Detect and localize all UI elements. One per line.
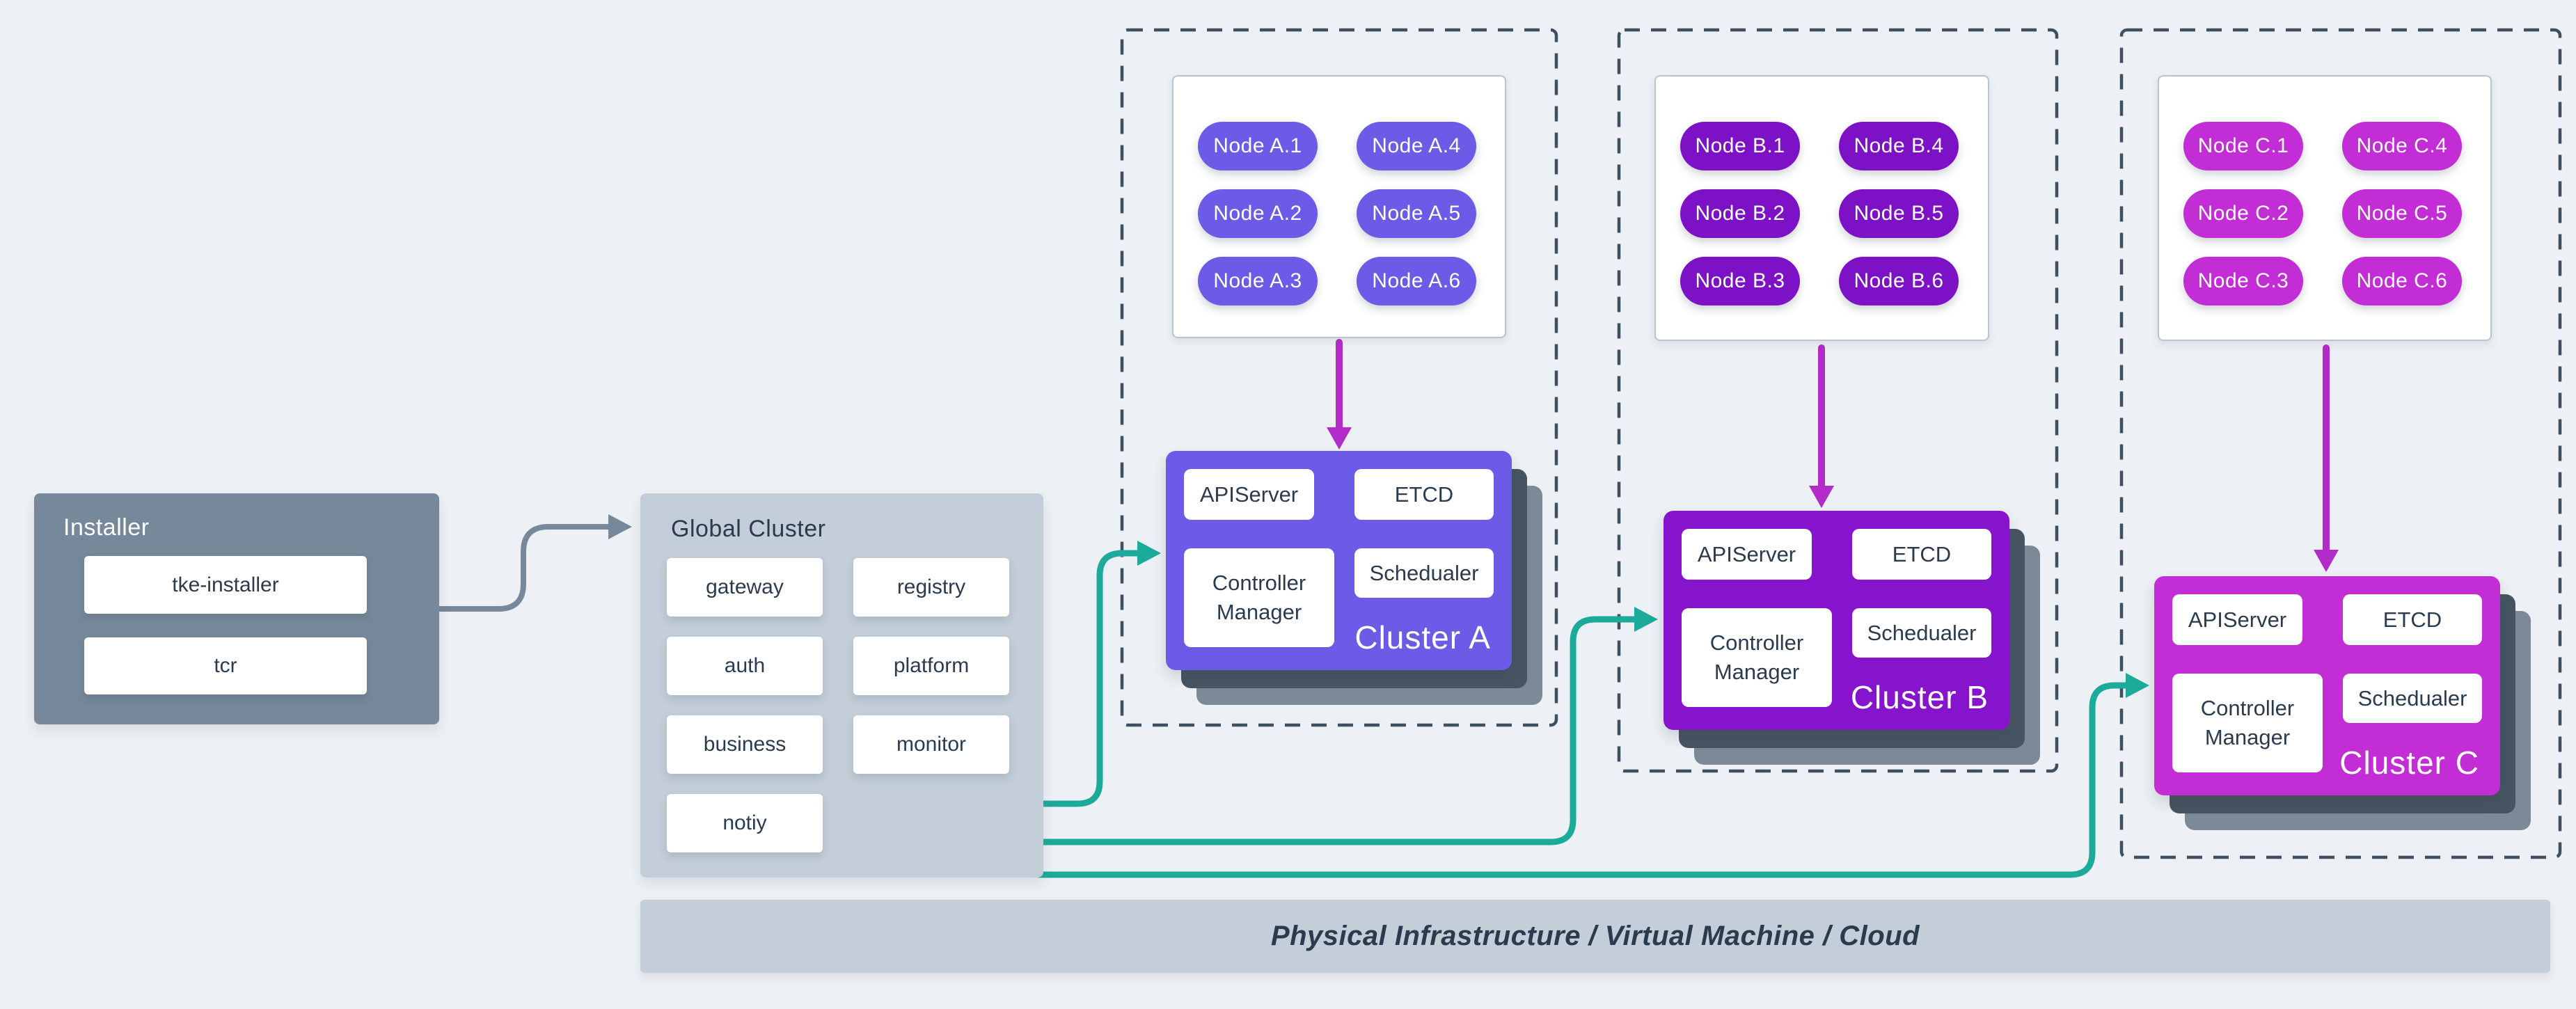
- cluster-c-boundary: [2119, 28, 2562, 859]
- nodes-to-cluster-b-arrowhead-icon: [1809, 486, 1834, 508]
- global-to-cluster-c-connector: [1035, 682, 2131, 878]
- nodes-to-cluster-a-arrowhead-icon: [1327, 427, 1352, 450]
- cluster-c-etcd: ETCD: [2343, 594, 2482, 645]
- node-b2: Node B.2: [1680, 189, 1800, 238]
- global-cluster-item-notiy: notiy: [667, 794, 823, 852]
- cluster-c-box: APIServer ETCD Controller Manager Schedu…: [2154, 576, 2500, 795]
- cluster-b-apiserver: APIServer: [1682, 529, 1812, 580]
- cluster-b-box: APIServer ETCD Controller Manager Schedu…: [1664, 511, 2009, 730]
- infrastructure-bar: Physical Infrastructure / Virtual Machin…: [640, 900, 2550, 973]
- node-a4: Node A.4: [1357, 122, 1476, 170]
- global-to-cluster-b-arrowhead-icon: [1634, 607, 1658, 632]
- global-cluster-item-business: business: [667, 715, 823, 774]
- node-a1: Node A.1: [1198, 122, 1318, 170]
- installer-item-tcr: tcr: [84, 637, 367, 694]
- global-cluster-item-registry: registry: [853, 558, 1009, 617]
- cluster-a-box: APIServer ETCD Controller Manager Schedu…: [1166, 451, 1512, 670]
- global-cluster-panel-title: Global Cluster: [671, 516, 826, 542]
- node-a5: Node A.5: [1357, 189, 1476, 238]
- cluster-b-controller-manager: Controller Manager: [1682, 608, 1832, 707]
- cluster-b-boundary: [1617, 28, 2059, 773]
- global-cluster-item-auth: auth: [667, 637, 823, 695]
- cluster-a-node-group: Node A.1 Node A.2 Node A.3 Node A.4 Node…: [1172, 75, 1506, 338]
- node-b5: Node B.5: [1839, 189, 1959, 238]
- infrastructure-bar-label: Physical Infrastructure / Virtual Machin…: [1270, 921, 1920, 951]
- node-a6: Node A.6: [1357, 257, 1476, 305]
- global-to-cluster-b-connector: [1035, 616, 1639, 845]
- node-a2: Node A.2: [1198, 189, 1318, 238]
- nodes-to-cluster-c-arrowhead-icon: [2314, 550, 2339, 572]
- node-c2: Node C.2: [2183, 189, 2303, 238]
- node-b1: Node B.1: [1680, 122, 1800, 170]
- installer-panel: Installer tke-installer tcr: [34, 493, 439, 724]
- cluster-c-apiserver: APIServer: [2172, 594, 2302, 645]
- cluster-a-controller-manager: Controller Manager: [1184, 548, 1334, 647]
- cluster-b-scheduler: Schedualer: [1852, 608, 1991, 658]
- cluster-a-scheduler: Schedualer: [1354, 548, 1494, 598]
- cluster-c-controller-manager: Controller Manager: [2172, 674, 2323, 772]
- global-cluster-item-gateway: gateway: [667, 558, 823, 617]
- cluster-a-title: Cluster A: [1354, 619, 1491, 656]
- global-to-cluster-c-arrowhead-icon: [2126, 673, 2149, 698]
- global-to-cluster-a-arrowhead-icon: [1137, 541, 1161, 566]
- installer-to-global-arrowhead-icon: [608, 514, 632, 539]
- cluster-b-node-group: Node B.1 Node B.2 Node B.3 Node B.4 Node…: [1654, 75, 1989, 341]
- global-cluster-panel: Global Cluster gateway registry auth pla…: [640, 493, 1043, 877]
- global-cluster-item-platform: platform: [853, 637, 1009, 695]
- node-c1: Node C.1: [2183, 122, 2303, 170]
- global-to-cluster-a-connector: [1035, 550, 1142, 807]
- cluster-a-boundary: [1120, 28, 1558, 727]
- node-b6: Node B.6: [1839, 257, 1959, 305]
- cluster-c-node-group: Node C.1 Node C.2 Node C.3 Node C.4 Node…: [2158, 75, 2492, 341]
- cluster-a-apiserver: APIServer: [1184, 469, 1314, 520]
- node-c4: Node C.4: [2342, 122, 2462, 170]
- installer-to-global-connector: [436, 524, 613, 612]
- node-c6: Node C.6: [2342, 257, 2462, 305]
- cluster-a-etcd: ETCD: [1354, 469, 1494, 520]
- cluster-b-etcd: ETCD: [1852, 529, 1991, 580]
- global-cluster-item-monitor: monitor: [853, 715, 1009, 774]
- node-c3: Node C.3: [2183, 257, 2303, 305]
- installer-panel-title: Installer: [63, 514, 150, 541]
- node-c5: Node C.5: [2342, 189, 2462, 238]
- cluster-c-title: Cluster C: [2339, 745, 2479, 781]
- installer-item-tke-installer: tke-installer: [84, 556, 367, 614]
- node-b4: Node B.4: [1839, 122, 1959, 170]
- cluster-b-title: Cluster B: [1850, 679, 1989, 715]
- cluster-c-scheduler: Schedualer: [2343, 674, 2482, 723]
- node-b3: Node B.3: [1680, 257, 1800, 305]
- node-a3: Node A.3: [1198, 257, 1318, 305]
